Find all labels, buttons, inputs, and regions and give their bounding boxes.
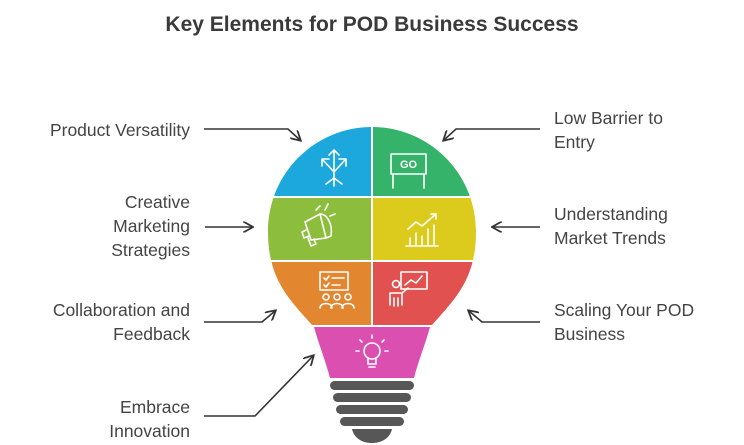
diagram-title: Key Elements for POD Business Success (165, 13, 579, 36)
label-market-trends: Understanding Market Trends (554, 204, 668, 248)
segment-market-trends (373, 198, 476, 260)
arrow-embrace-innovation (204, 356, 313, 417)
segment-collaboration (268, 262, 371, 325)
arrow-scaling (469, 311, 540, 323)
label-scaling: Scaling Your POD Business (554, 300, 695, 344)
label-creative-marketing: Creative Marketing Strategies (111, 192, 190, 260)
label-embrace-innovation: Embrace Innovation (109, 397, 190, 441)
segment-embrace-innovation (314, 327, 430, 378)
lightbulb-idea-icon (355, 334, 389, 368)
segment-low-barrier (373, 127, 476, 196)
arrow-collaboration (204, 311, 275, 323)
label-product-versatility: Product Versatility (49, 120, 190, 140)
arrow-low-barrier (444, 128, 540, 140)
team-checklist-icon (319, 271, 355, 309)
presentation-icon (389, 271, 428, 307)
megaphone-icon (301, 203, 336, 247)
bar-chart-icon (405, 213, 439, 247)
branching-arrows-icon (321, 149, 347, 187)
label-collaboration: Collaboration and Feedback (52, 300, 190, 344)
bulb-base (330, 381, 414, 443)
arrow-product-versatility (204, 128, 300, 140)
go-sign-icon (390, 153, 427, 189)
segment-creative-marketing (268, 198, 371, 260)
label-low-barrier: Low Barrier to Entry (554, 108, 663, 152)
go-sign-text: GO (400, 159, 418, 171)
segment-product-versatility (268, 127, 371, 196)
